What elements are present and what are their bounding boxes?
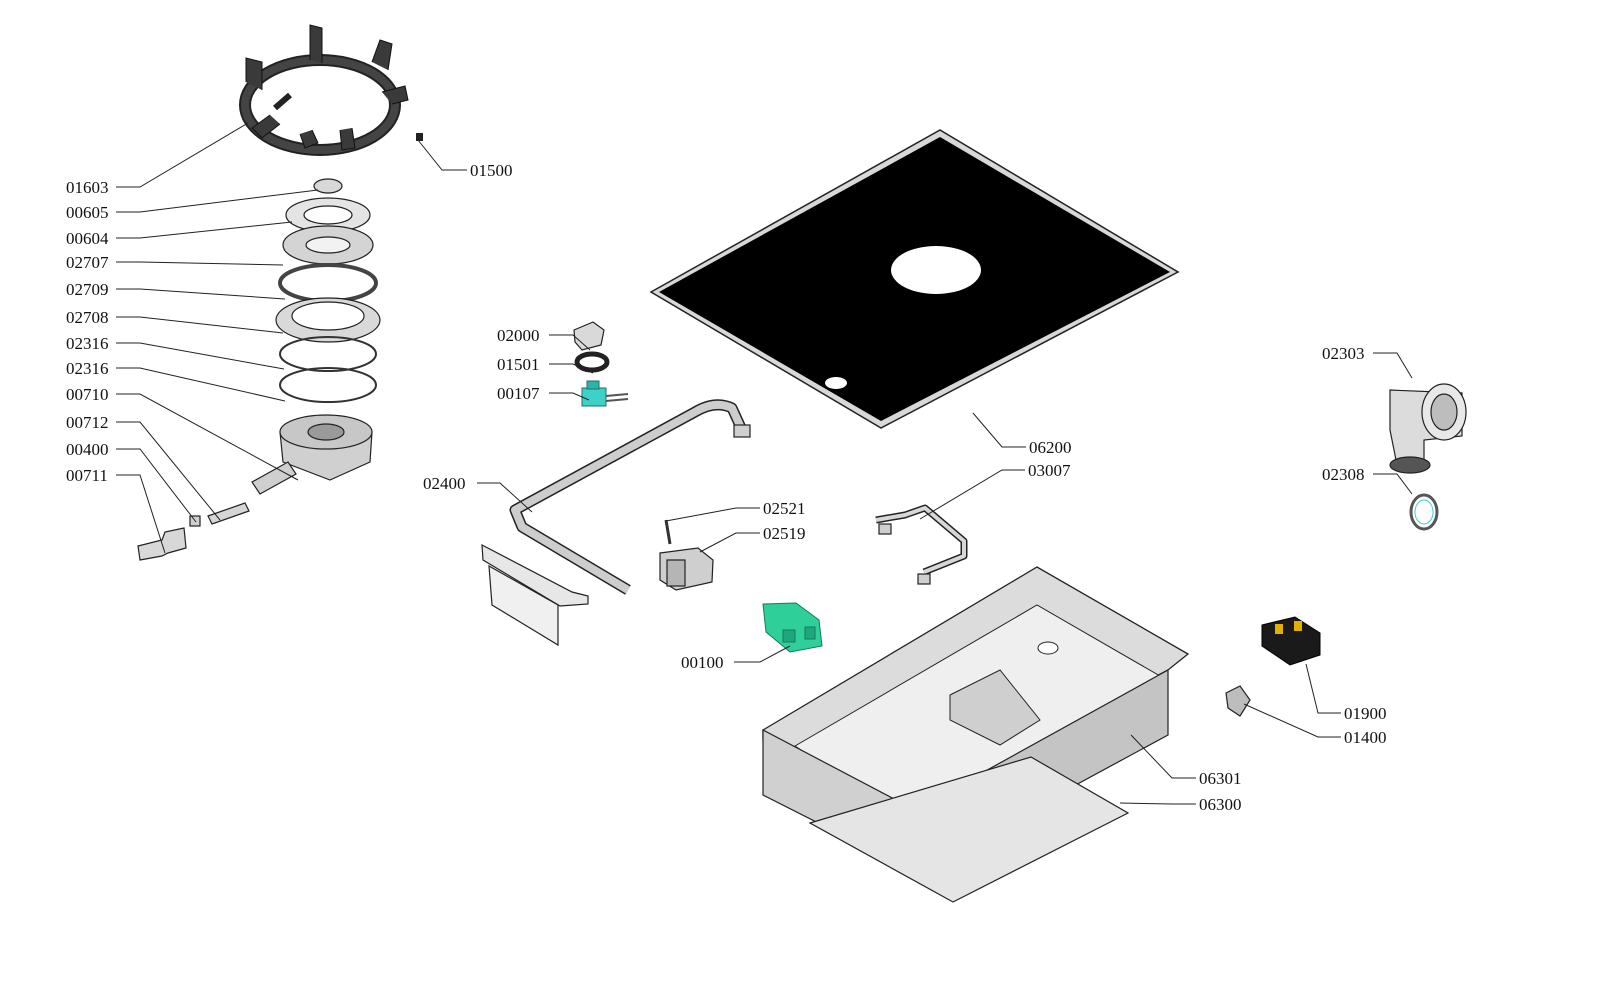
callout-01900: 01900 [1344,704,1387,723]
callout-labels: 01603 01500 00605 00604 02707 02709 0270… [66,161,1387,814]
burner-body-part [251,414,373,495]
gas-valve-part [659,547,714,591]
seal-lower-part [279,367,377,403]
ignition-module-part [762,602,823,653]
callout-03007: 03007 [1028,461,1071,480]
thermocouple-part [664,519,672,545]
callout-02709: 02709 [66,280,109,299]
burner-cap-part [313,178,343,194]
callout-00712: 00712 [66,413,109,432]
connecting-pipe-part [875,504,968,585]
callout-00400: 00400 [66,440,109,459]
callout-06300: 06300 [1199,795,1242,814]
callout-01603: 01603 [66,178,109,197]
callout-00107: 00107 [497,384,540,403]
bottom-plate-part [808,756,1130,903]
callout-00710: 00710 [66,385,109,404]
glass-top-part [649,129,1180,429]
flame-spreader-part [285,197,371,233]
bracket-part [481,543,589,647]
plate-part [275,297,381,343]
callout-06301: 06301 [1199,769,1242,788]
callout-06200: 06200 [1029,438,1072,457]
switch-part [581,380,629,407]
washer-part [1409,493,1439,531]
callout-01500: 01500 [470,161,513,180]
callout-02521: 02521 [763,499,806,518]
bezel-part [574,351,610,373]
callout-01501: 01501 [497,355,540,374]
callout-00100: 00100 [681,653,724,672]
burner-head-part [282,225,374,265]
leader-lines [116,122,1413,805]
gas-pipe-part [509,399,751,595]
pan-support-part [239,24,409,156]
callout-02316-upper: 02316 [66,334,109,353]
callout-00711: 00711 [66,466,108,485]
seal-upper-part [279,336,377,372]
elbow-fitting-part [1389,383,1467,474]
callout-01400: 01400 [1344,728,1387,747]
tube-part [207,502,250,525]
callout-02316-lower: 02316 [66,359,109,378]
callout-02519: 02519 [763,524,806,543]
ring-part [278,263,378,303]
callout-02707: 02707 [66,253,109,272]
callout-02708: 02708 [66,308,109,327]
callout-02303: 02303 [1322,344,1365,363]
knob-part [573,321,605,351]
callout-02308: 02308 [1322,465,1365,484]
callout-02400: 02400 [423,474,466,493]
callout-00605: 00605 [66,203,109,222]
transformer-part [1261,616,1321,666]
screw-part [416,133,423,141]
callout-02000: 02000 [497,326,540,345]
connector-part [1225,685,1251,717]
callout-00604: 00604 [66,229,109,248]
